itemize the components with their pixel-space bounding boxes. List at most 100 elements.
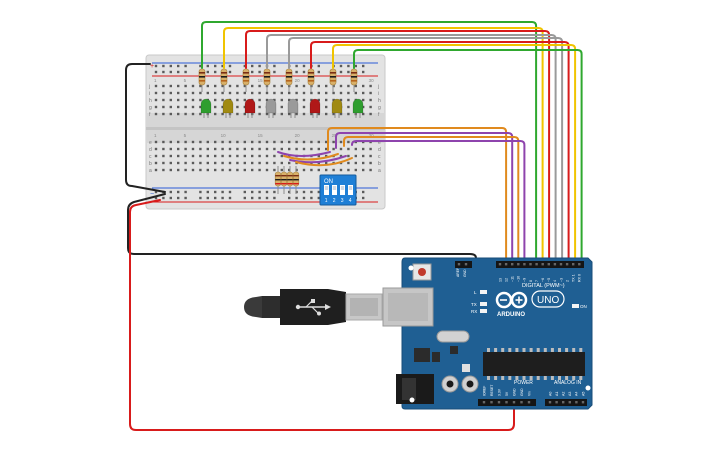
breadboard-hole [214,70,217,74]
breadboard-hole [280,98,283,102]
resistor-band [199,80,205,82]
breadboard-hole [214,154,217,158]
dip-toggle-knob[interactable] [340,186,345,190]
breadboard-hole [310,196,313,200]
dip-switch-body [319,174,357,206]
breadboard-hole [369,154,372,158]
jumper-wire [295,157,353,167]
dip-toggle-knob[interactable] [348,186,353,190]
chip-leg [572,348,576,352]
dip-toggle-knob[interactable] [332,186,337,190]
header-pin [535,263,538,266]
resistor-band [264,76,270,78]
breadboard-hole [154,70,158,74]
breadboard-hole [288,91,291,95]
breadboard-hole [251,168,254,172]
breadboard-hole [199,140,202,144]
breadboard-hole [288,140,291,144]
breadboard-hole [332,112,335,116]
digital-pin-label: RX 0 [578,274,582,282]
breadboard-hole [191,84,195,88]
breadboard-hole [317,91,320,95]
breadboard-hole [221,140,224,144]
breadboard-hole [288,112,291,116]
reset-button-cap[interactable] [418,268,426,276]
breadboard-hole [228,154,232,158]
breadboard-hole [251,64,254,68]
breadboard-hole [199,168,202,172]
breadboard-hole [339,168,343,172]
breadboard-hole [354,154,357,158]
analog-pin-label: A1 [555,392,559,396]
breadboard-hole [265,147,269,151]
breadboard-hole [154,196,158,200]
breadboard-hole [177,64,180,68]
led [331,98,343,114]
header-pin [578,263,581,266]
breadboard-hole [317,64,320,68]
breadboard-hole [288,190,291,194]
arduino-uno-board[interactable]: ARDUINO UNO DIGITAL (PWM~) L TX RX ON AR… [382,257,593,410]
breadboard-hole [243,147,246,151]
breadboard-hole [325,140,328,144]
resistor-band [330,76,336,78]
breadboard-hole [251,161,254,165]
breadboard-hole [273,70,276,74]
atmega-chip-legs [487,348,583,380]
resistor-band [308,72,314,74]
breadboard-hole [288,147,291,151]
breadboard-hole [273,140,276,144]
breadboard-hole [317,196,320,200]
breadboard-hole [265,112,269,116]
dc-power-jack-inner [402,378,416,400]
row-letter: e [378,140,381,146]
wires [125,21,583,431]
mount-hole [408,265,414,271]
breadboard-hole [154,140,158,144]
row-letter: h [378,98,381,104]
usb-cable[interactable] [244,289,383,325]
resistor-band [287,175,293,177]
breadboard-hole [206,64,209,68]
breadboard-hole [162,84,165,88]
breadboard-hole [302,105,306,109]
resistor-band [330,72,336,74]
resistor-band [330,80,336,82]
breadboard-hole [265,168,269,172]
breadboard-hole [310,168,313,172]
chip-leg [565,376,569,380]
breadboard-hole [265,140,269,144]
breadboard-hole [184,64,187,68]
led-wire [245,30,551,265]
breadboard-hole [325,98,328,102]
breadboard-hole [191,105,195,109]
breadboard-hole [362,190,365,194]
breadboard-hole [206,168,209,172]
breadboard-hole [295,168,298,172]
led-wire [201,21,538,265]
digital-pin-label: 12 [504,278,508,282]
breadboard-hole [243,140,246,144]
dip-toggle-knob[interactable] [324,186,329,190]
breadboard-hole [191,112,195,116]
resistor-band [281,179,287,181]
breadboard-hole [369,91,372,95]
chip-leg [579,348,583,352]
led-rx [480,309,487,313]
breadboard-hole [325,147,328,151]
breadboard-hole [369,147,372,151]
analog-pin-label: A2 [562,392,566,396]
breadboard-hole [362,168,365,172]
breadboard-hole [236,161,239,165]
header-pin [517,263,520,266]
led-on [572,304,579,308]
row-letter: d [378,147,381,153]
breadboard-hole [288,161,291,165]
breadboard-hole [310,112,313,116]
breadboard-hole [184,98,187,102]
